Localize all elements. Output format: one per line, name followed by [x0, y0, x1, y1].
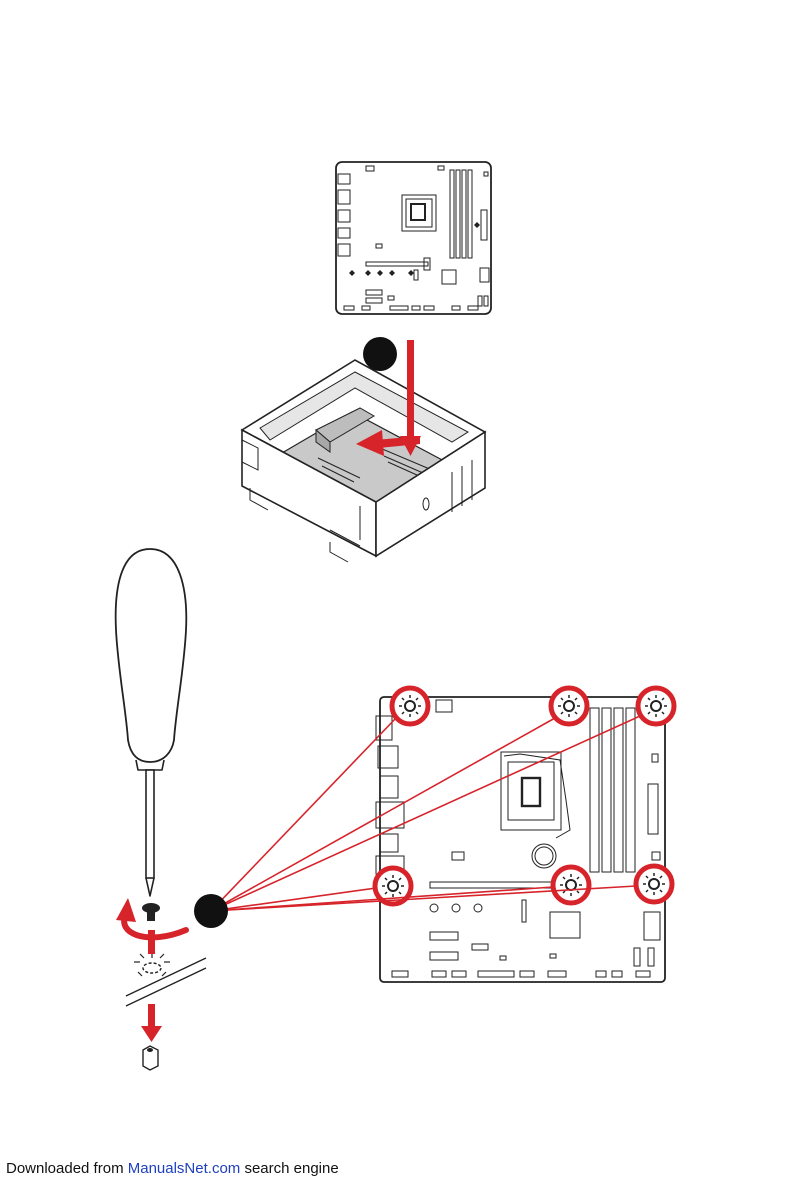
motherboard-top — [336, 162, 491, 314]
screw-hole-highlight — [636, 866, 672, 902]
footer-suffix: search engine — [240, 1160, 338, 1177]
manualsnet-link[interactable]: ManualsNet.com — [128, 1160, 241, 1177]
motherboard-large — [376, 697, 665, 982]
screw-hole-highlight — [638, 688, 674, 724]
footer-prefix: Downloaded from — [6, 1160, 128, 1177]
standoff — [143, 1046, 158, 1070]
screw-hole-highlight — [553, 867, 589, 903]
down-arrow — [141, 1004, 162, 1042]
mounting-plate — [126, 930, 206, 1006]
step-marker-2 — [194, 894, 228, 928]
screwdriver — [116, 549, 187, 896]
step-marker-1 — [363, 337, 397, 371]
screw-hole-highlight — [551, 688, 587, 724]
screw-hole-highlight — [392, 688, 428, 724]
footer-credit: Downloaded from ManualsNet.com search en… — [6, 1160, 339, 1177]
pc-case — [242, 360, 485, 562]
screw — [142, 903, 160, 921]
